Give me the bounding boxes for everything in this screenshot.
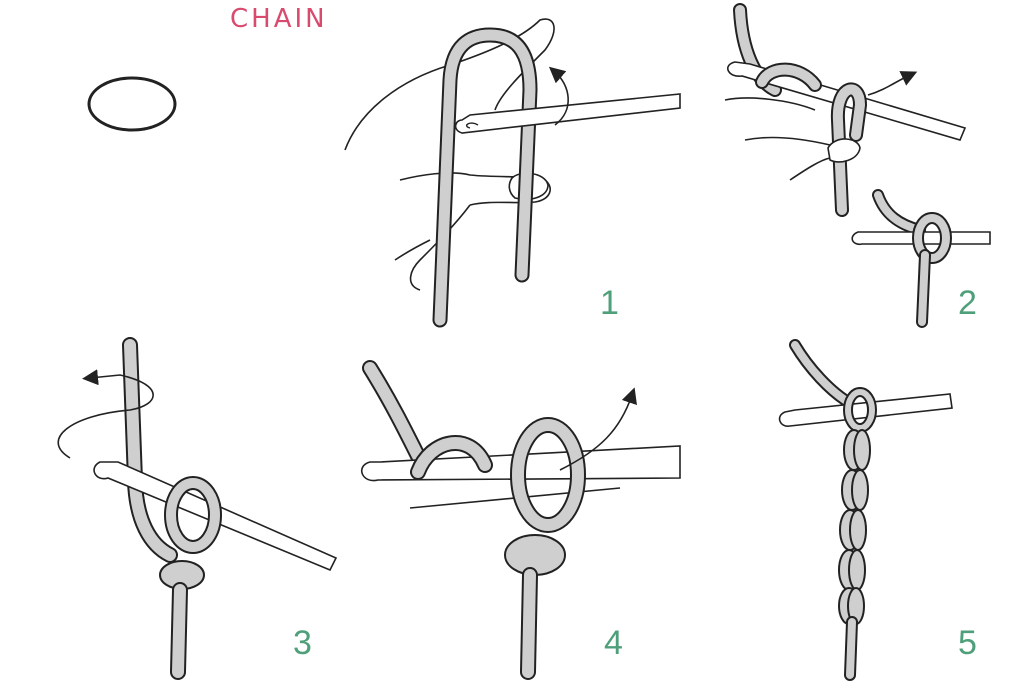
step-number-5: 5 [958, 624, 977, 662]
step-number-2: 2 [958, 284, 977, 322]
step-1-illustration [344, 18, 681, 328]
diagram-title: CHAIN [230, 4, 328, 34]
step-number-4: 4 [604, 624, 623, 662]
step-4-illustration [360, 360, 681, 680]
chain-symbol-oval [87, 76, 177, 132]
chain-links [838, 429, 871, 625]
step-number-1: 1 [600, 284, 619, 322]
crochet-hook [454, 93, 681, 134]
crochet-hook [778, 393, 953, 427]
step-number-3: 3 [293, 624, 312, 662]
direction-arrow [867, 71, 918, 96]
step-5-illustration [778, 339, 953, 681]
direction-arrow [548, 66, 569, 126]
step-2-illustration [724, 3, 991, 328]
rotation-arrow [57, 369, 154, 459]
direction-arrow [559, 387, 637, 471]
step-3-illustration [57, 337, 338, 680]
